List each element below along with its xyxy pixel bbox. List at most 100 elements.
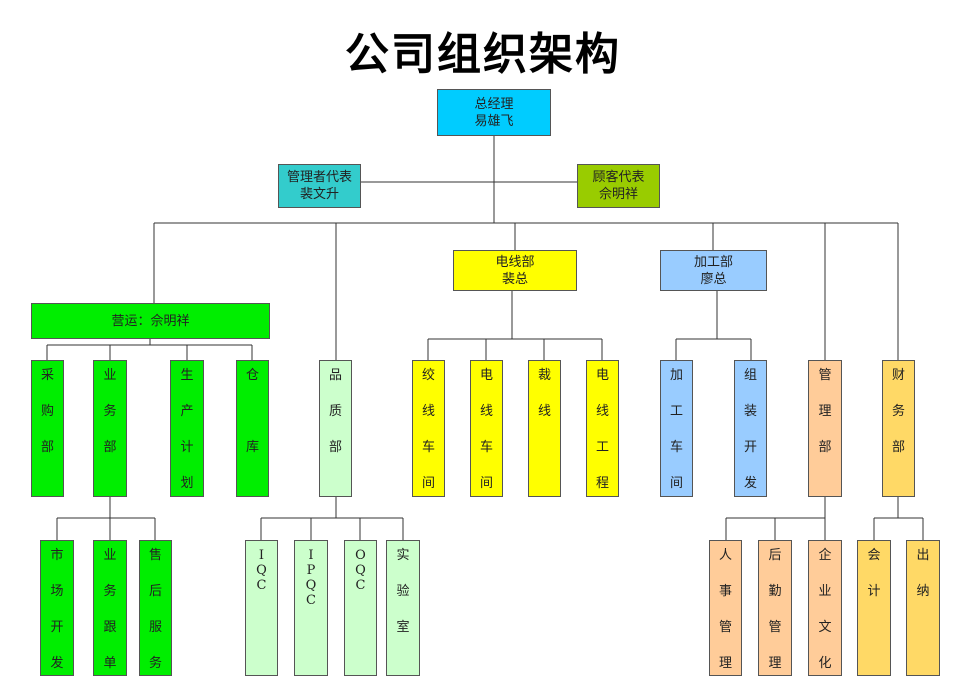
management-rep-box: 管理者代表裴文升	[278, 164, 361, 208]
accounting-char: 计	[867, 584, 881, 599]
twist-workshop-box: 绞线车间	[412, 360, 445, 497]
market-dev-char: 场	[50, 584, 64, 599]
twist-workshop-char: 车	[421, 440, 435, 455]
page-title: 公司组织架构	[345, 29, 621, 80]
warehouse-box: 仓库	[236, 360, 269, 497]
ipqc-char: C	[306, 593, 316, 608]
cutting-char: 线	[537, 404, 551, 419]
twist-workshop-char: 间	[421, 476, 435, 491]
culture-char: 企	[818, 548, 832, 563]
admin-char: 理	[818, 404, 832, 419]
logistics-char: 勤	[768, 584, 782, 599]
biz-follow-char: 务	[103, 584, 117, 599]
lab-char: 实	[396, 548, 410, 563]
logistics-char: 理	[768, 656, 782, 671]
production-plan-char: 划	[180, 476, 194, 491]
quality-dept-box: 品质部	[319, 360, 352, 497]
process-dept-title: 加工部	[693, 254, 733, 270]
production-plan-char: 产	[180, 404, 194, 419]
logistics-char: 管	[768, 620, 782, 635]
assembly-dev-box: 组装开发	[734, 360, 767, 497]
hr-char: 事	[718, 584, 732, 599]
finance-char: 财	[891, 368, 905, 383]
admin-char: 管	[818, 368, 832, 383]
cashier-char: 出	[916, 548, 930, 563]
wire-engineering-box: 电线工程	[586, 360, 619, 497]
assembly-dev-char: 发	[743, 476, 757, 491]
purchase-char: 采	[40, 368, 54, 383]
market-dev-char: 开	[50, 620, 64, 635]
cust-rep-title: 顾客代表	[592, 170, 645, 185]
production-plan-char: 计	[180, 440, 194, 455]
accounting-box: 会计	[857, 540, 891, 676]
after-sales-box: 售后服务	[139, 540, 172, 676]
operations-label: 营运：佘明祥	[111, 313, 190, 329]
wire-eng-char: 工	[595, 440, 609, 455]
process-workshop-box: 加工车间	[660, 360, 693, 497]
quality-char: 部	[328, 440, 342, 455]
business-dept-box: 业务部	[93, 360, 127, 497]
wire-eng-char: 程	[595, 476, 609, 491]
cashier-char: 纳	[916, 584, 930, 599]
wire-dept-box: 电线部裴总	[453, 250, 577, 291]
wire-workshop-char: 车	[479, 440, 493, 455]
lab-char: 验	[396, 584, 410, 599]
process-dept-box: 加工部廖总	[660, 250, 767, 291]
customer-rep-box: 顾客代表佘明祥	[577, 164, 660, 208]
mgmt-rep-name: 裴文升	[299, 187, 339, 202]
cutting-box: 裁线	[528, 360, 561, 497]
finance-dept-box: 财务部	[882, 360, 915, 497]
cutting-char: 裁	[537, 368, 551, 383]
process-workshop-char: 间	[669, 476, 683, 491]
after-sales-char: 后	[148, 584, 162, 599]
process-dept-head: 廖总	[700, 271, 727, 287]
biz-follow-char: 单	[103, 656, 117, 671]
twist-workshop-char: 线	[421, 404, 435, 419]
iqc-char: I	[258, 548, 265, 563]
oqc-char: C	[355, 578, 366, 593]
logistics-char: 后	[768, 548, 782, 563]
assembly-dev-char: 装	[743, 404, 757, 419]
warehouse-char: 仓	[245, 368, 259, 383]
culture-char: 文	[818, 620, 832, 635]
wire-workshop-char: 间	[479, 476, 493, 491]
cashier-box: 出纳	[906, 540, 940, 676]
wire-eng-char: 电	[595, 368, 609, 383]
process-workshop-char: 加	[669, 368, 683, 383]
purchase-char: 购	[40, 404, 54, 419]
quality-char: 品	[328, 368, 342, 383]
wire-eng-char: 线	[595, 404, 609, 419]
business-char: 部	[103, 440, 117, 455]
iqc-char: Q	[256, 563, 267, 578]
warehouse-char: 库	[245, 440, 259, 455]
lab-char: 室	[396, 620, 410, 635]
market-dev-char: 市	[50, 548, 64, 563]
after-sales-char: 售	[148, 548, 162, 563]
culture-box: 企业文化	[808, 540, 842, 676]
logistics-box: 后勤管理	[758, 540, 792, 676]
assembly-dev-char: 组	[743, 368, 757, 383]
cust-rep-name: 佘明祥	[598, 187, 638, 202]
quality-char: 质	[328, 404, 342, 419]
wire-workshop-char: 线	[479, 404, 493, 419]
operations-box: 营运：佘明祥	[31, 303, 270, 339]
hr-char: 理	[718, 656, 732, 671]
culture-char: 化	[818, 656, 832, 671]
hr-char: 人	[718, 548, 732, 563]
biz-follow-box: 业务跟单	[93, 540, 127, 676]
oqc-char: O	[355, 548, 366, 563]
accounting-char: 会	[867, 548, 881, 563]
wire-workshop-char: 电	[479, 368, 493, 383]
gm-title: 总经理	[474, 96, 514, 112]
after-sales-char: 服	[148, 620, 162, 635]
after-sales-char: 务	[148, 656, 162, 671]
admin-dept-box: 管理部	[808, 360, 842, 497]
process-workshop-char: 车	[669, 440, 683, 455]
assembly-dev-char: 开	[743, 440, 757, 455]
mgmt-rep-title: 管理者代表	[286, 170, 352, 185]
finance-char: 务	[891, 404, 905, 419]
iqc-char: C	[256, 578, 267, 593]
market-dev-char: 发	[50, 656, 64, 671]
